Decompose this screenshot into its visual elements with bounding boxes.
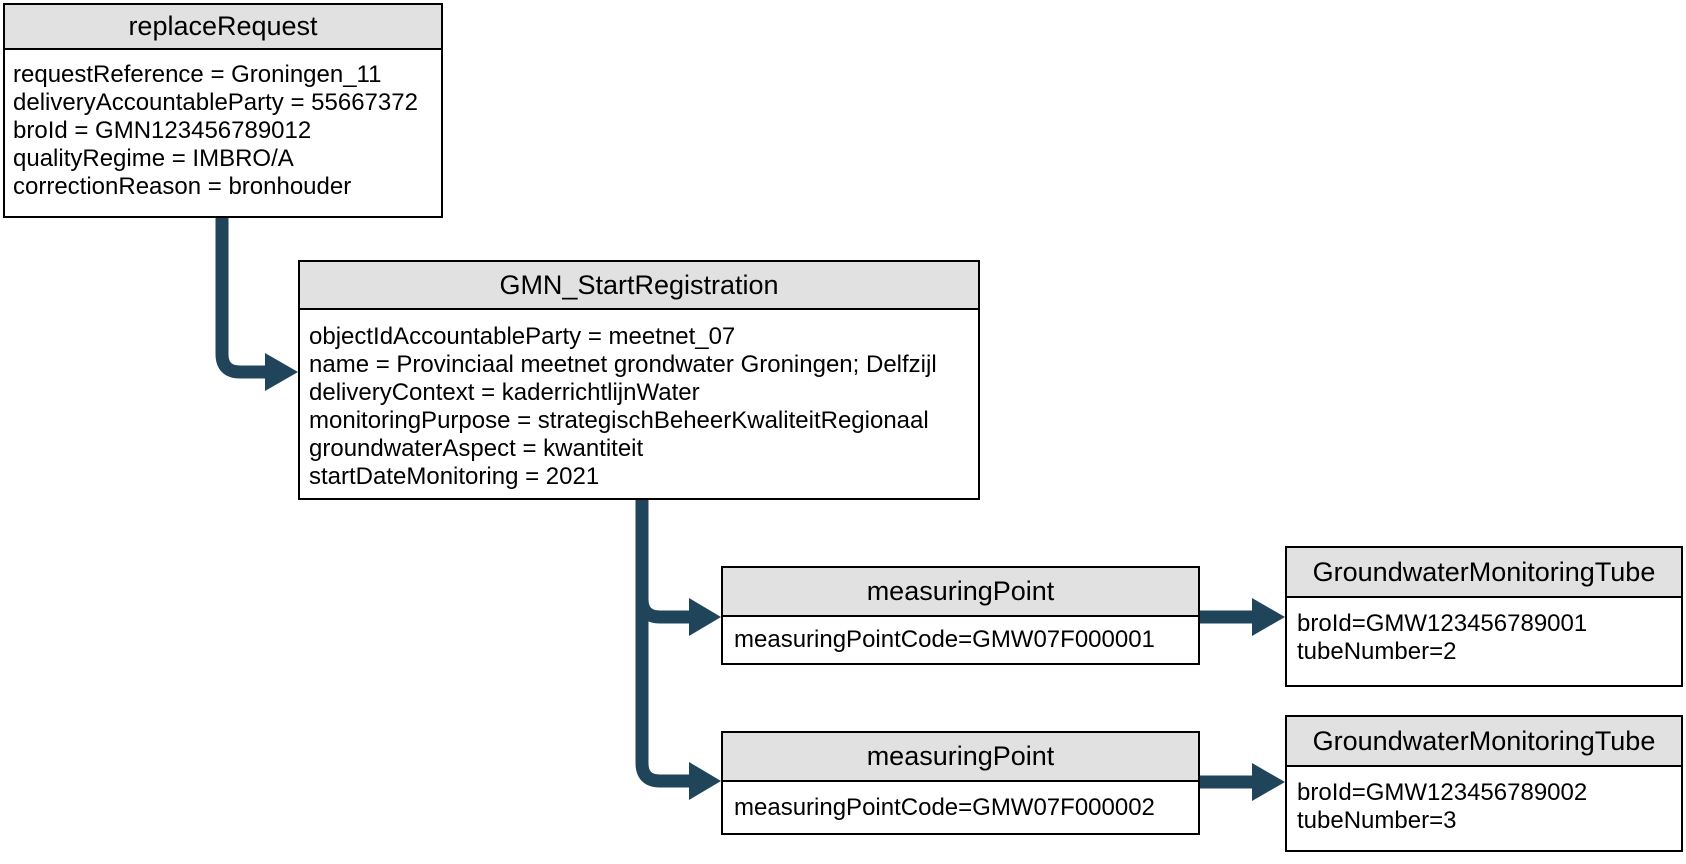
connector-measuring-point-2-to-tube-2-arrowhead-icon (1252, 763, 1285, 801)
node-title-text: measuringPoint (866, 741, 1055, 771)
connector-replace-request-to-gmn-line (215, 218, 265, 379)
node-groundwater-monitoring-tube-1-title: GroundwaterMonitoringTube (1287, 548, 1681, 598)
attribute-line: requestReference = Groningen_11 (13, 61, 382, 88)
connector-gmn-to-measuring-point-2-arrowhead-icon (689, 762, 721, 800)
node-gmn-start-registration-title: GMN_StartRegistration (300, 262, 978, 310)
connector-gmn-to-measuring-point-1-arrowhead-icon (689, 598, 721, 636)
attribute-line: qualityRegime = IMBRO/A (13, 145, 294, 172)
attribute-line: tubeNumber=3 (1297, 807, 1457, 834)
node-title-text: replaceRequest (128, 11, 318, 41)
node-title-text: GMN_StartRegistration (499, 269, 779, 300)
node-groundwater-monitoring-tube-2: GroundwaterMonitoringTube broId=GMW12345… (1285, 715, 1683, 852)
attribute-line: correctionReason = bronhouder (13, 173, 352, 200)
node-measuring-point-1: measuringPoint measuringPointCode=GMW07F… (721, 566, 1200, 665)
attribute-line: groundwaterAspect = kwantiteit (309, 435, 644, 462)
attribute-line: deliveryAccountableParty = 55667372 (13, 89, 418, 116)
node-groundwater-monitoring-tube-2-attributes: broId=GMW123456789002 tubeNumber=3 (1287, 767, 1681, 850)
node-groundwater-monitoring-tube-1: GroundwaterMonitoringTube broId=GMW12345… (1285, 546, 1683, 687)
node-measuring-point-2-attributes: measuringPointCode=GMW07F000002 (723, 782, 1198, 833)
node-title-text: measuringPoint (866, 576, 1055, 606)
node-measuring-point-2: measuringPoint measuringPointCode=GMW07F… (721, 731, 1200, 835)
attribute-line: measuringPointCode=GMW07F000002 (734, 793, 1155, 821)
node-measuring-point-1-attributes: measuringPointCode=GMW07F000001 (723, 617, 1198, 663)
attribute-line: name = Provinciaal meetnet grondwater Gr… (309, 351, 937, 378)
connector-gmn-to-measuring-point-1-line (635, 499, 689, 624)
node-groundwater-monitoring-tube-1-attributes: broId=GMW123456789001 tubeNumber=2 (1287, 598, 1681, 685)
attribute-line: monitoringPurpose = strategischBeheerKwa… (309, 407, 929, 434)
attribute-line: deliveryContext = kaderrichtlijnWater (309, 379, 700, 406)
connector-measuring-point-1-to-tube-1-arrowhead-icon (1252, 598, 1285, 636)
node-title-text: GroundwaterMonitoringTube (1312, 725, 1656, 756)
node-measuring-point-1-title: measuringPoint (723, 568, 1198, 617)
node-gmn-start-registration: GMN_StartRegistration objectIdAccountabl… (298, 260, 980, 500)
node-replace-request: replaceRequest requestReference = Gronin… (3, 3, 443, 218)
node-groundwater-monitoring-tube-2-title: GroundwaterMonitoringTube (1287, 717, 1681, 767)
connector-gmn-to-measuring-point-2-line (635, 499, 689, 788)
attribute-line: broId=GMW123456789002 (1297, 779, 1588, 806)
attribute-line: tubeNumber=2 (1297, 638, 1457, 665)
node-replace-request-title: replaceRequest (5, 5, 441, 50)
attribute-line: broId=GMW123456789001 (1297, 610, 1588, 637)
attribute-line: measuringPointCode=GMW07F000001 (734, 626, 1155, 653)
attribute-line: broId = GMN123456789012 (13, 117, 312, 144)
node-gmn-start-registration-attributes: objectIdAccountableParty = meetnet_07 na… (300, 310, 978, 504)
connector-replace-request-to-gmn-arrowhead-icon (265, 353, 298, 391)
node-replace-request-attributes: requestReference = Groningen_11 delivery… (5, 50, 441, 216)
attribute-line: objectIdAccountableParty = meetnet_07 (309, 323, 736, 350)
attribute-line: startDateMonitoring = 2021 (309, 463, 600, 490)
node-measuring-point-2-title: measuringPoint (723, 733, 1198, 782)
node-title-text: GroundwaterMonitoringTube (1312, 556, 1656, 587)
